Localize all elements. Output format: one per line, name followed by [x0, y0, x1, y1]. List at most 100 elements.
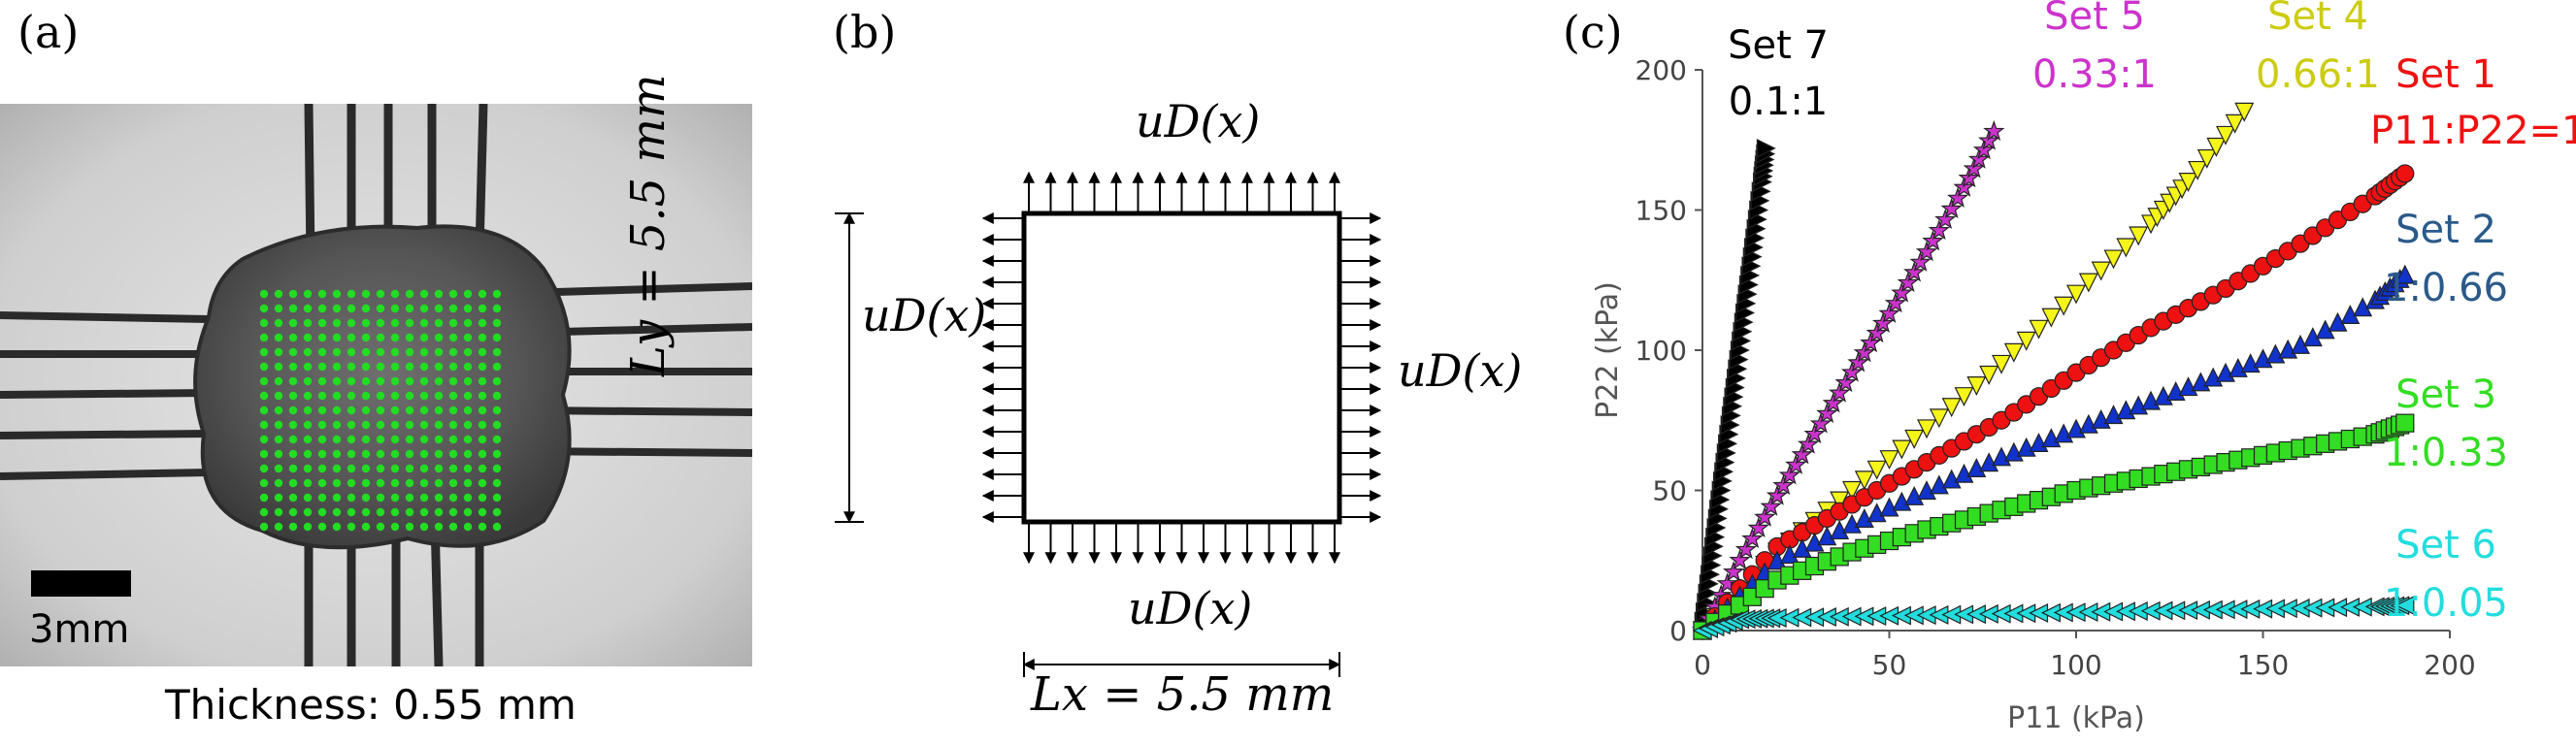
marker-dot [259, 493, 269, 503]
marker-dot [434, 478, 444, 488]
marker-dot [492, 289, 502, 299]
marker-dot [347, 391, 356, 401]
marker-dot [405, 362, 414, 372]
marker-dot [448, 449, 458, 459]
data-point [1766, 484, 1789, 505]
marker-dot [317, 304, 327, 313]
data-point [1767, 550, 1787, 570]
marker-dot [347, 478, 356, 488]
marker-dot [274, 522, 283, 532]
square-domain [1021, 211, 1342, 525]
marker-dot [448, 522, 458, 532]
marker-dot [419, 318, 429, 328]
marker-dot [492, 449, 502, 459]
data-point [1716, 572, 1738, 594]
y-tick-label: 0 [1669, 615, 1687, 647]
marker-dot [478, 391, 487, 401]
data-point [1760, 495, 1782, 516]
marker-dot [419, 435, 429, 444]
data-point [1903, 261, 1926, 282]
data-point [2196, 148, 2217, 169]
marker-dot [332, 449, 342, 459]
marker-dot [492, 420, 502, 430]
marker-dot [317, 391, 327, 401]
data-point [1834, 372, 1857, 393]
marker-dot [347, 420, 356, 430]
data-point [1754, 505, 1776, 527]
marker-dot [259, 376, 269, 386]
data-point [1722, 561, 1745, 582]
data-point [1940, 197, 1963, 218]
marker-dot [376, 347, 385, 357]
data-point [1979, 452, 1999, 472]
marker-dot [347, 318, 356, 328]
marker-dot [303, 333, 313, 342]
marker-dot [332, 333, 342, 342]
marker-dot [463, 318, 473, 328]
marker-dot [478, 362, 487, 372]
data-point [2041, 308, 2062, 328]
marker-dot [492, 362, 502, 372]
marker-dot [274, 449, 283, 459]
data-point [1842, 480, 1862, 501]
data-point [1922, 230, 1944, 251]
series-ratio-label: P11:P22=1:1 [2370, 109, 2576, 153]
marker-dot [405, 449, 414, 459]
marker-dot [361, 347, 371, 357]
marker-dot [419, 449, 429, 459]
marker-dot [303, 347, 313, 357]
marker-dot [376, 304, 385, 313]
marker-dot [390, 376, 400, 386]
marker-dot [288, 333, 298, 342]
data-point [1756, 138, 1776, 158]
marker-dot [303, 405, 313, 415]
marker-dot [361, 493, 371, 503]
marker-dot [303, 376, 313, 386]
data-point [1803, 423, 1826, 444]
data-point [1941, 398, 1962, 418]
marker-dot [361, 449, 371, 459]
marker-dot [405, 522, 414, 532]
y-tick-label: 150 [1635, 195, 1687, 227]
marker-dot [274, 493, 283, 503]
data-point [1809, 412, 1833, 434]
marker-dot [463, 435, 473, 444]
marker-dot [478, 318, 487, 328]
data-point [2091, 261, 2111, 281]
data-point [1892, 439, 1912, 460]
marker-dot [463, 304, 473, 313]
marker-dot [317, 478, 327, 488]
marker-dot [376, 362, 385, 372]
data-point [1958, 167, 1980, 188]
marker-dot [332, 318, 342, 328]
marker-dot [259, 420, 269, 430]
marker-dot [463, 347, 473, 357]
data-point [1917, 480, 1936, 501]
marker-dot [419, 405, 429, 415]
marker-dot [361, 333, 371, 342]
marker-dot [274, 405, 283, 415]
data-point [1879, 450, 1899, 470]
data-point [2066, 284, 2086, 305]
marker-dot [347, 449, 356, 459]
marker-dot [478, 478, 487, 488]
marker-dot [376, 507, 385, 517]
marker-dot [376, 391, 385, 401]
marker-dot [288, 522, 298, 532]
marker-dot [317, 449, 327, 459]
marker-dot [274, 304, 283, 313]
data-point [2395, 164, 2415, 183]
marker-dot [317, 318, 327, 328]
dimension-label-x: Lx = 5.5 mm [1031, 667, 1335, 722]
marker-dot [332, 304, 342, 313]
marker-dot [317, 347, 327, 357]
marker-dot [376, 333, 385, 342]
marker-dot [332, 405, 342, 415]
marker-dot [288, 493, 298, 503]
marker-dot [419, 464, 429, 473]
marker-dot [390, 318, 400, 328]
marker-dot [434, 289, 444, 299]
marker-dot [288, 376, 298, 386]
data-point [1822, 392, 1844, 413]
